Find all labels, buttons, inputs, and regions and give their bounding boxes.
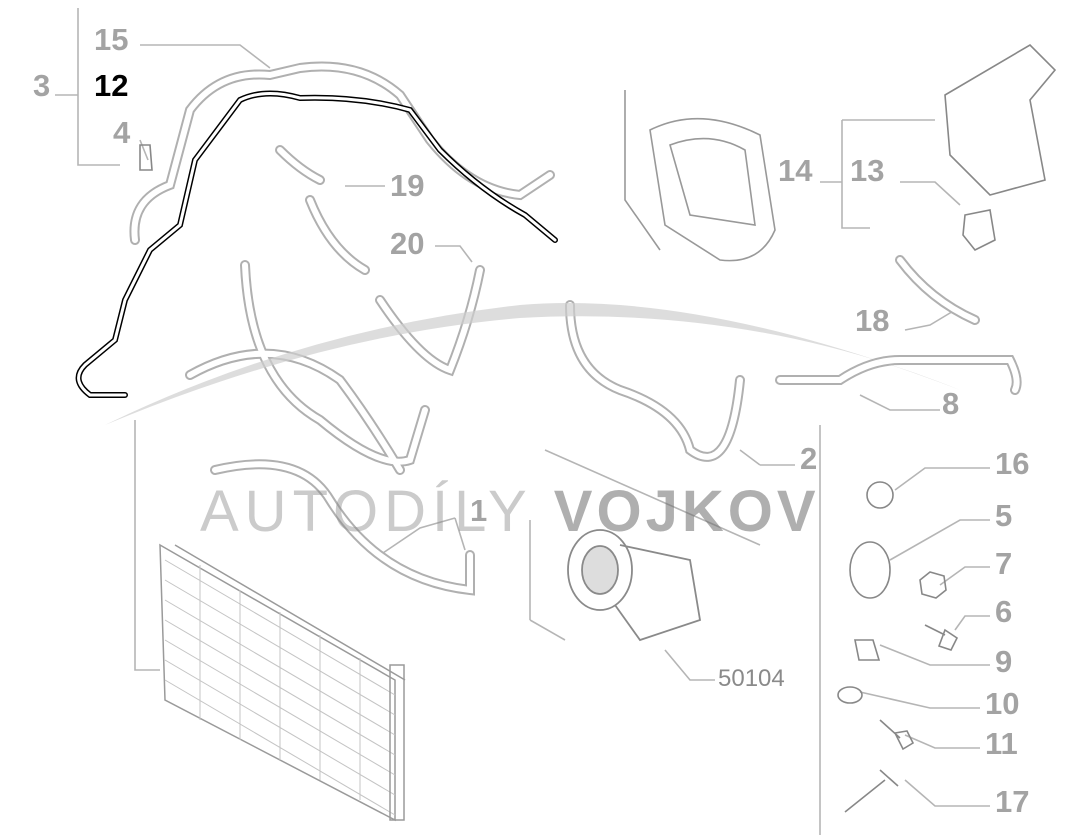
callout-12-selected[interactable]: 12 xyxy=(94,68,129,103)
callout-15[interactable]: 15 xyxy=(94,22,129,57)
condenser xyxy=(159,543,406,822)
callout-2[interactable]: 2 xyxy=(800,441,818,476)
callout-6[interactable]: 6 xyxy=(995,594,1013,629)
bracket-14 xyxy=(944,43,1057,196)
heater-box xyxy=(624,90,776,262)
callout-50104[interactable]: 50104 xyxy=(718,665,785,692)
callout-14[interactable]: 14 xyxy=(778,153,813,188)
callout-3[interactable]: 3 xyxy=(33,68,51,103)
callout-10[interactable]: 10 xyxy=(985,686,1020,721)
callout-7[interactable]: 7 xyxy=(995,546,1013,581)
small-parts xyxy=(139,144,996,813)
callout-4[interactable]: 4 xyxy=(113,115,131,150)
compressor xyxy=(567,529,702,642)
watermark-text-2: VOJKOV xyxy=(553,479,820,544)
callout-8[interactable]: 8 xyxy=(942,386,960,421)
callout-18[interactable]: 18 xyxy=(855,303,890,338)
callout-20[interactable]: 20 xyxy=(390,226,425,261)
callout-16[interactable]: 16 xyxy=(995,446,1030,481)
watermark-text-1: AUTODÍLY xyxy=(200,479,532,544)
callout-5[interactable]: 5 xyxy=(995,498,1013,533)
callout-17[interactable]: 17 xyxy=(995,784,1030,819)
callout-19[interactable]: 19 xyxy=(390,168,425,203)
watermark-swoosh xyxy=(105,303,960,425)
callout-13[interactable]: 13 xyxy=(850,153,885,188)
watermark-logo: AUTODÍLY VOJKOV xyxy=(200,478,820,545)
callout-11[interactable]: 11 xyxy=(985,726,1018,761)
callout-1[interactable]: 1 xyxy=(470,493,488,528)
leader-lines xyxy=(55,8,990,835)
callout-9[interactable]: 9 xyxy=(995,644,1013,679)
